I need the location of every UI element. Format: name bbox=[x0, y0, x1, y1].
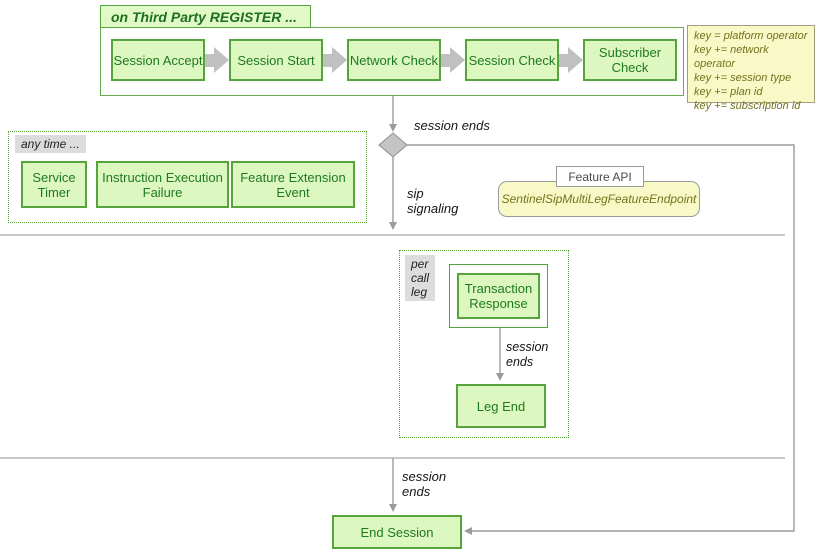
any-time-group: any time ... Service Timer Instruction E… bbox=[8, 131, 367, 223]
node-leg-end: Leg End bbox=[456, 384, 546, 428]
arrowhead-down-icon bbox=[389, 124, 397, 132]
diagram-title: on Third Party REGISTER ... bbox=[100, 5, 311, 28]
flow-arrow-icon bbox=[323, 47, 347, 73]
arrowhead-down-icon bbox=[496, 373, 504, 381]
note-line: key = platform operator bbox=[694, 30, 808, 42]
node-transaction-response: Transaction Response bbox=[457, 273, 540, 319]
node-end-session: End Session bbox=[332, 515, 462, 549]
edge-label-sip-signaling: sip signaling bbox=[407, 186, 459, 216]
node-instruction-execution-failure: Instruction Execution Failure bbox=[96, 161, 229, 208]
flow-line-session-ends-right bbox=[407, 144, 795, 532]
edge-label-session-ends-bottom: session ends bbox=[402, 469, 447, 499]
per-call-leg-label: per call leg bbox=[405, 255, 436, 301]
flow-arrow-icon bbox=[559, 47, 583, 73]
transaction-response-outer-box: Transaction Response bbox=[449, 264, 548, 328]
node-session-check: Session Check bbox=[465, 39, 559, 81]
node-feature-extension-event: Feature Extension Event bbox=[231, 161, 355, 208]
edge-label-session-ends-top: session ends bbox=[414, 118, 490, 133]
decision-diamond bbox=[378, 132, 408, 158]
node-service-timer: Service Timer bbox=[21, 161, 87, 208]
flow-arrow-icon bbox=[205, 47, 229, 73]
note-line: key += plan id bbox=[694, 86, 763, 98]
flow-arrow-icon bbox=[441, 47, 465, 73]
node-sentinel-sip-endpoint: SentinelSipMultiLegFeatureEndpoint bbox=[498, 181, 700, 217]
node-network-check: Network Check bbox=[347, 39, 441, 81]
node-subscriber-check: Subscriber Check bbox=[583, 39, 677, 81]
arrowhead-down-icon bbox=[389, 222, 397, 230]
note-line: key += network operator bbox=[694, 44, 769, 70]
note-line: key += session type bbox=[694, 72, 792, 84]
key-note: key = platform operator key += network o… bbox=[687, 25, 815, 112]
arrowhead-down-icon bbox=[389, 504, 397, 512]
node-session-accept: Session Accept bbox=[111, 39, 205, 81]
edge-label-session-ends-leg: session ends bbox=[506, 340, 549, 369]
feature-api-label: Feature API bbox=[556, 166, 644, 187]
any-time-label: any time ... bbox=[15, 135, 86, 153]
per-call-leg-group: per call leg Transaction Response Leg En… bbox=[399, 250, 569, 438]
node-session-start: Session Start bbox=[229, 39, 323, 81]
register-flow-row: Session Accept Session Start Network Che… bbox=[111, 39, 677, 81]
arrowhead-left-icon bbox=[464, 527, 472, 535]
note-line: key += subscription id bbox=[694, 100, 801, 112]
